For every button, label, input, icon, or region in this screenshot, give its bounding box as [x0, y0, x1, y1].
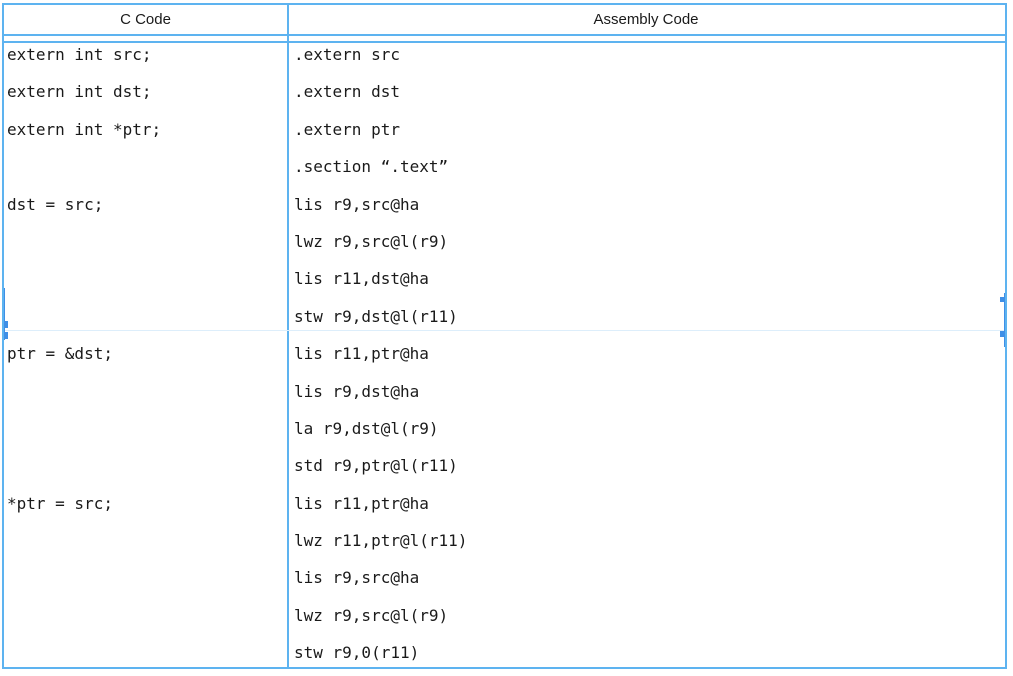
table-row: extern int src; .extern src — [4, 43, 1005, 80]
assembly-code-cell: stw r9,0(r11) — [294, 643, 420, 663]
table-row: lwz r11,ptr@l(r11) — [4, 529, 1005, 566]
left-border-handle — [4, 288, 5, 340]
c-code-cell: extern int dst; — [7, 82, 152, 102]
table-row: la r9,dst@l(r9) — [4, 417, 1005, 454]
c-code-cell: extern int src; — [7, 45, 152, 64]
table-row: lis r11,dst@ha — [4, 267, 1005, 304]
table-body: extern int src; .extern src extern int d… — [4, 43, 1005, 667]
assembly-code-cell: .section “.text” — [294, 157, 449, 177]
c-code-cell — [4, 641, 287, 667]
assembly-code-cell: stw r9,dst@l(r11) — [294, 306, 458, 326]
table-row: lis r9,src@ha — [4, 566, 1005, 603]
c-code-cell: ptr = &dst; — [7, 344, 113, 364]
c-code-cell: extern int *ptr; — [7, 119, 162, 139]
assembly-code-cell: lwz r11,ptr@l(r11) — [294, 531, 468, 551]
c-code-cell — [4, 529, 287, 566]
table-header-row: C Code Assembly Code — [4, 5, 1005, 36]
c-code-cell: *ptr = src; — [7, 493, 113, 513]
right-border-tick — [1000, 297, 1004, 302]
header-cell-c-code: C Code — [120, 11, 171, 28]
assembly-code-cell: std r9,ptr@l(r11) — [294, 456, 458, 476]
c-code-cell — [4, 566, 287, 603]
c-code-cell — [4, 267, 287, 304]
c-code-cell — [4, 380, 287, 417]
header-double-border-gap — [4, 36, 1005, 41]
table-row: std r9,ptr@l(r11) — [4, 454, 1005, 491]
assembly-code-cell: la r9,dst@l(r9) — [294, 418, 439, 438]
table-row: extern int *ptr; .extern ptr — [4, 118, 1005, 155]
c-code-cell: dst = src; — [7, 194, 104, 214]
page-break-line — [4, 330, 1005, 331]
assembly-code-cell: lis r11,dst@ha — [294, 269, 429, 289]
c-code-cell — [4, 230, 287, 267]
assembly-code-cell: lis r9,src@ha — [294, 568, 420, 588]
c-code-cell — [4, 417, 287, 454]
right-border-tick — [1000, 331, 1004, 337]
assembly-code-cell: .extern src — [294, 45, 400, 64]
assembly-code-cell: lis r11,ptr@ha — [294, 493, 429, 513]
c-code-cell — [4, 454, 287, 491]
assembly-code-cell: .extern ptr — [294, 119, 400, 139]
c-code-cell — [4, 604, 287, 641]
table-row: lwz r9,src@l(r9) — [4, 230, 1005, 267]
c-code-cell — [4, 305, 287, 342]
table-row: lis r9,dst@ha — [4, 380, 1005, 417]
left-border-tick — [5, 332, 8, 339]
table-row: *ptr = src; lis r11,ptr@ha — [4, 492, 1005, 529]
table-row: ptr = &dst; lis r11,ptr@ha — [4, 342, 1005, 379]
header-cell-assembly-code: Assembly Code — [593, 11, 699, 28]
c-code-cell — [4, 155, 287, 192]
table-row: stw r9,0(r11) — [4, 641, 1005, 667]
table-row: stw r9,dst@l(r11) — [4, 305, 1005, 342]
table-row: .section “.text” — [4, 155, 1005, 192]
assembly-code-cell: lis r9,dst@ha — [294, 381, 420, 401]
table-row: dst = src; lis r9,src@ha — [4, 193, 1005, 230]
assembly-code-cell: lis r9,src@ha — [294, 194, 420, 214]
assembly-code-cell: .extern dst — [294, 82, 400, 102]
assembly-code-cell: lis r11,ptr@ha — [294, 344, 429, 364]
left-border-tick — [5, 321, 8, 328]
code-comparison-table: C Code Assembly Code extern int src; .ex… — [2, 3, 1007, 669]
column-divider — [287, 5, 289, 667]
table-row: lwz r9,src@l(r9) — [4, 604, 1005, 641]
table-row: extern int dst; .extern dst — [4, 80, 1005, 117]
assembly-code-cell: lwz r9,src@l(r9) — [294, 605, 449, 625]
assembly-code-cell: lwz r9,src@l(r9) — [294, 231, 449, 251]
right-border-handle — [1004, 293, 1005, 347]
header-double-border-line — [4, 41, 1005, 43]
